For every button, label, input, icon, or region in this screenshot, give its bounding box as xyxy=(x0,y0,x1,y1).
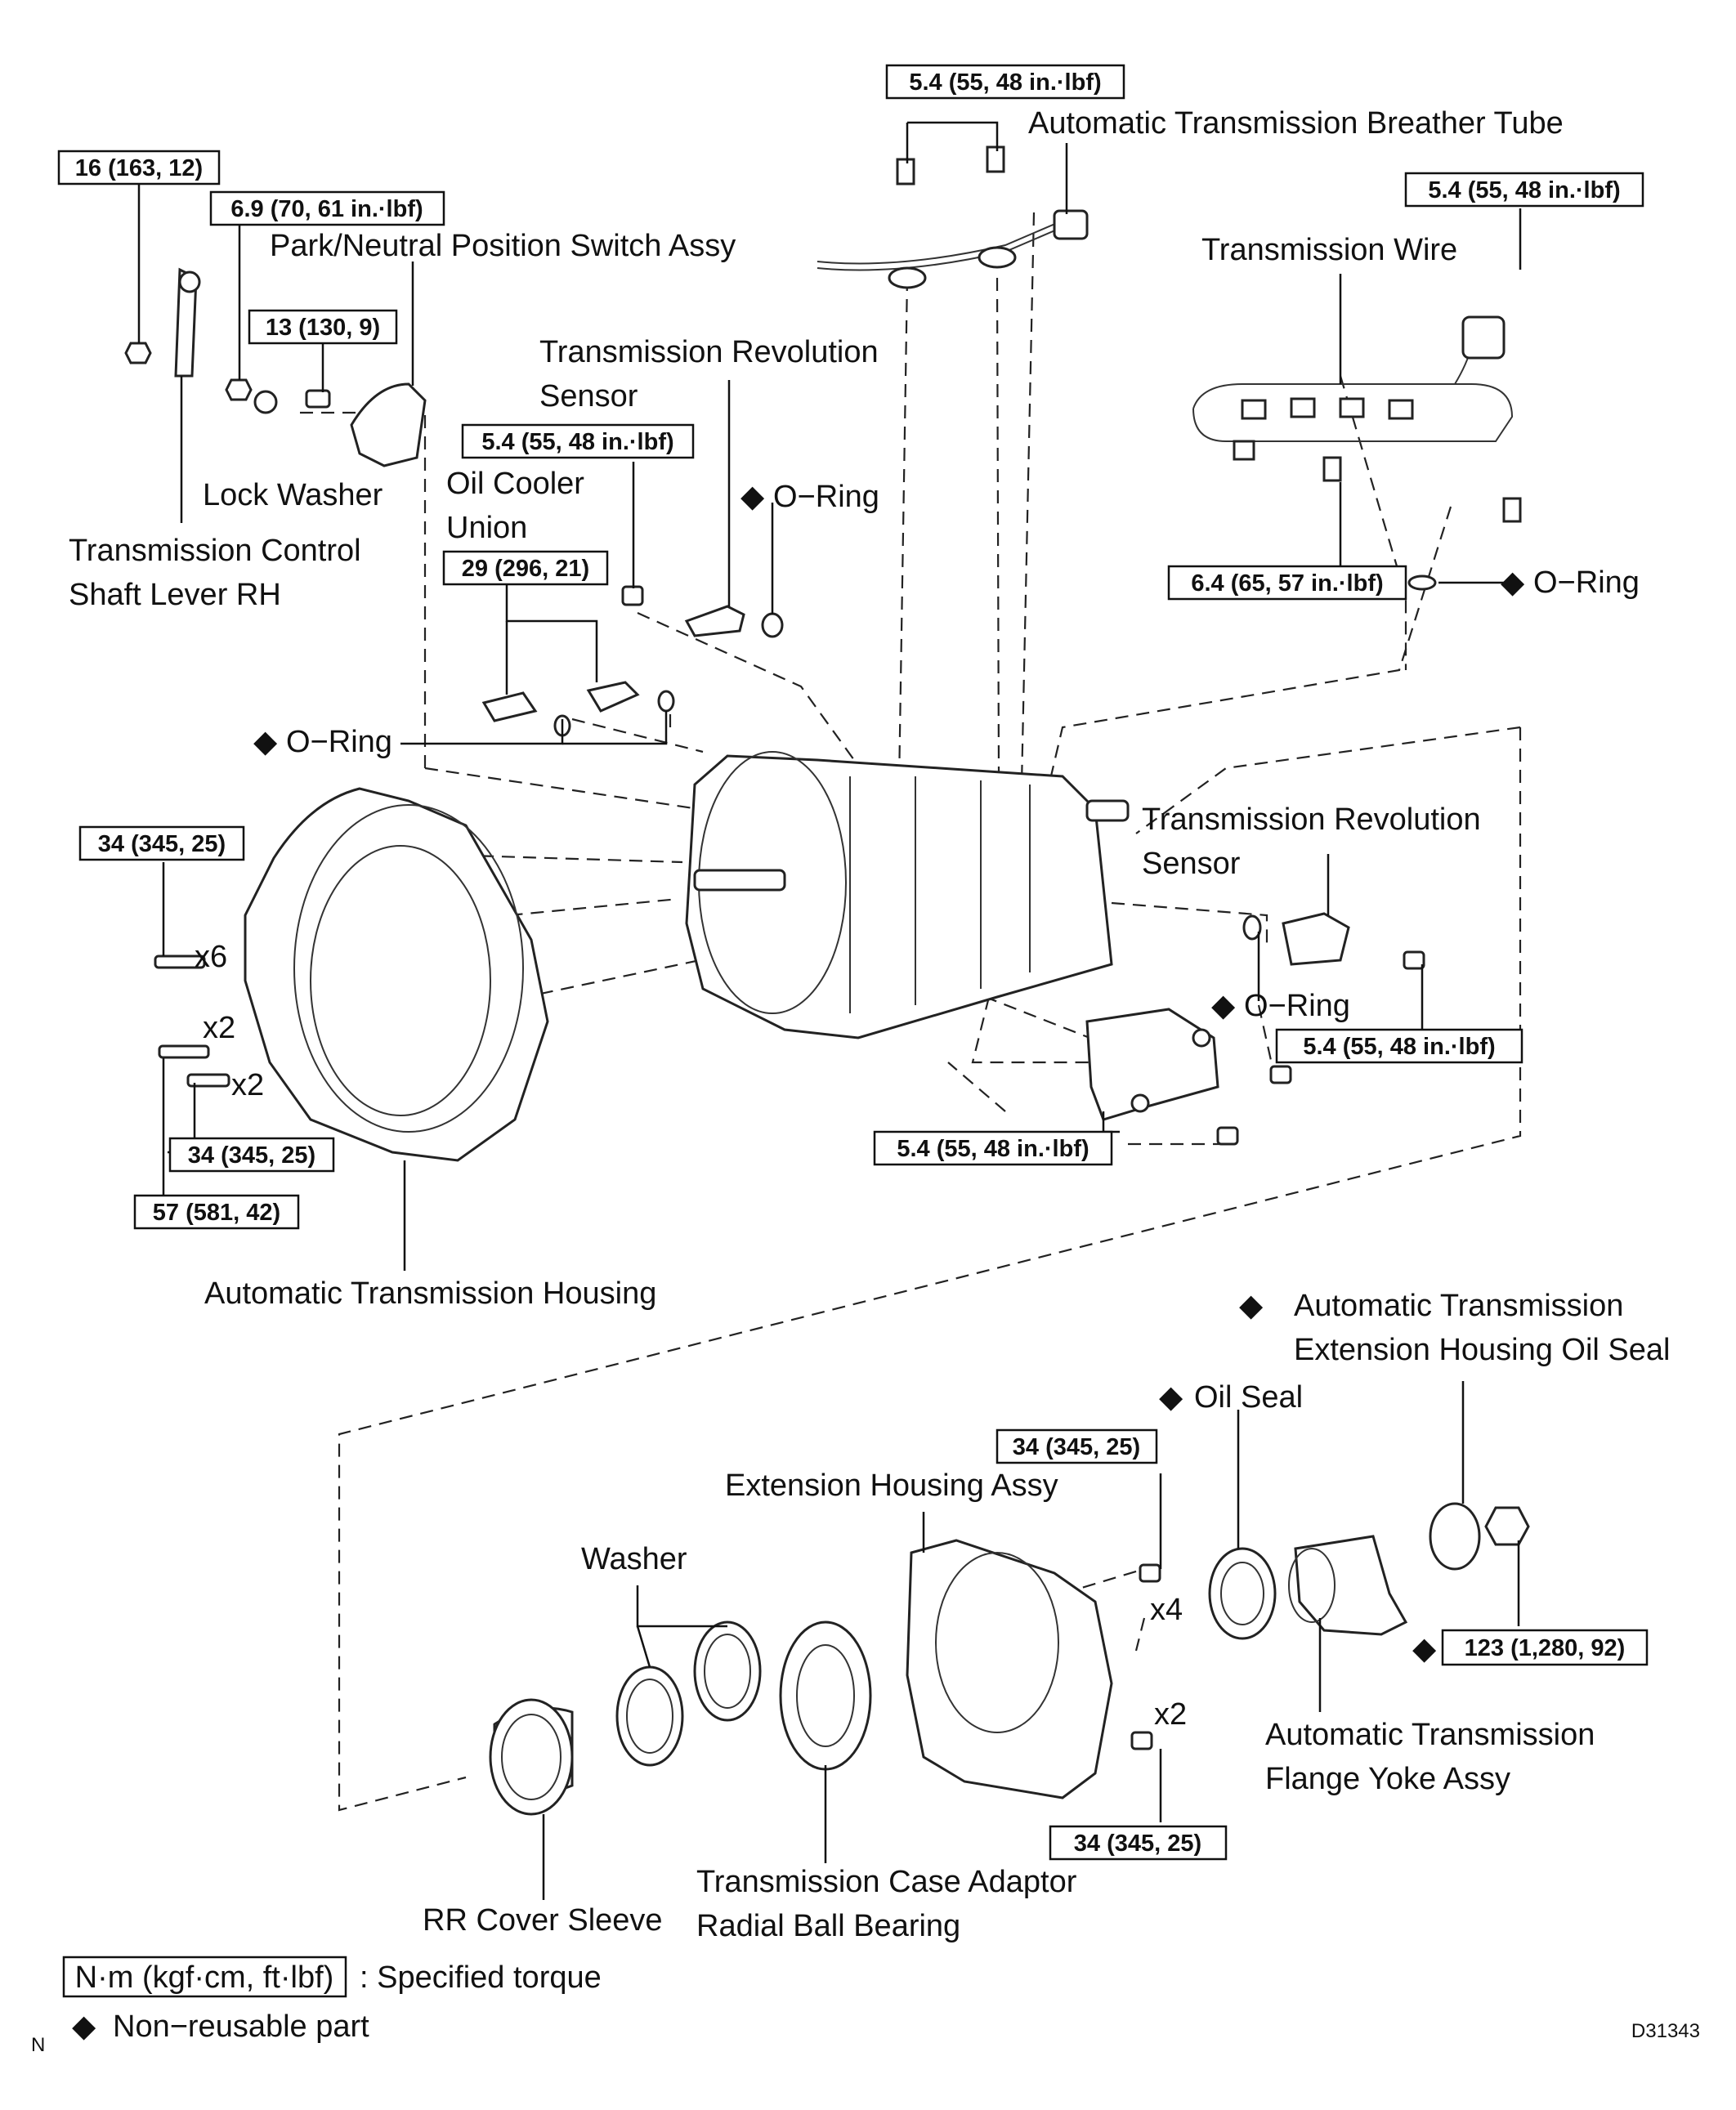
label-lock-washer: Lock Washer xyxy=(203,478,383,512)
svg-text:34 (345, 25): 34 (345, 25) xyxy=(1074,1831,1201,1857)
torque-control-lever-nut: 16 (163, 12) xyxy=(57,150,221,186)
torque-oil-cooler: 29 (296, 21) xyxy=(442,550,609,586)
torque-rev-sensor-upper: 5.4 (55, 48 in.·lbf) xyxy=(461,423,695,459)
rear-parts xyxy=(489,1502,1530,1816)
lower-sensor-parts xyxy=(1085,912,1425,1146)
transmission-case xyxy=(685,751,1130,1039)
label-washer: Washer xyxy=(581,1542,687,1576)
torque-pn-switch-nut: 6.9 (70, 61 in.·lbf) xyxy=(209,190,445,226)
svg-text:5.4 (55, 48 in.·lbf): 5.4 (55, 48 in.·lbf) xyxy=(897,1136,1089,1162)
svg-text:5.4 (55, 48 in.·lbf): 5.4 (55, 48 in.·lbf) xyxy=(1428,177,1620,203)
label-ext-seal-2: Extension Housing Oil Seal xyxy=(1294,1333,1670,1367)
torque-housing-bolts-b: 34 (345, 25) xyxy=(168,1137,335,1173)
diamond-icon: ◆ xyxy=(1211,989,1236,1023)
diamond-icon: ◆ xyxy=(1501,565,1525,600)
label-o-ring-left: O−Ring xyxy=(286,725,392,759)
torque-housing-bolts-c: 57 (581, 42) xyxy=(133,1194,300,1230)
svg-text:5.4 (55, 48 in.·lbf): 5.4 (55, 48 in.·lbf) xyxy=(909,69,1101,96)
svg-text:57 (581, 42): 57 (581, 42) xyxy=(153,1200,280,1226)
svg-text:6.4 (65, 57 in.·lbf): 6.4 (65, 57 in.·lbf) xyxy=(1191,570,1383,597)
svg-text:16 (163, 12): 16 (163, 12) xyxy=(75,155,203,181)
label-rev-sensor-upper-2: Sensor xyxy=(539,379,638,414)
legend-unit-text: : Specified torque xyxy=(360,1960,602,1995)
label-control-lever-1: Transmission Control xyxy=(69,534,361,568)
label-o-ring-wire: O−Ring xyxy=(1533,565,1640,600)
label-multiplier-x6: x6 xyxy=(195,940,227,974)
svg-text:13 (130, 9): 13 (130, 9) xyxy=(266,315,380,341)
svg-text:34 (345, 25): 34 (345, 25) xyxy=(98,831,226,857)
figure-code: D31343 xyxy=(1631,2020,1700,2042)
legend-nonreusable: Non−reusable part xyxy=(113,2009,369,2044)
transmission-housing xyxy=(154,787,549,1162)
torque-housing-bolts-a: 34 (345, 25) xyxy=(78,825,245,861)
label-o-ring-lower: O−Ring xyxy=(1244,989,1350,1023)
label-bearing-1: Transmission Case Adaptor xyxy=(696,1865,1077,1899)
torque-ext-housing-bottom: 34 (345, 25) xyxy=(1049,1825,1228,1861)
torque-ext-housing-top: 34 (345, 25) xyxy=(996,1428,1158,1464)
label-multiplier-x4: x4 xyxy=(1150,1593,1183,1627)
svg-text:123 (1,280, 92): 123 (1,280, 92) xyxy=(1465,1635,1626,1661)
label-oil-seal: Oil Seal xyxy=(1194,1380,1303,1415)
label-flange-yoke-1: Automatic Transmission xyxy=(1265,1718,1595,1752)
torque-wire-bracket: 6.4 (65, 57 in.·lbf) xyxy=(1167,565,1407,601)
svg-text:34 (345, 25): 34 (345, 25) xyxy=(1013,1434,1140,1460)
label-control-lever-2: Shaft Lever RH xyxy=(69,578,281,612)
label-rev-sensor-upper-1: Transmission Revolution xyxy=(539,335,879,369)
breather-tube xyxy=(817,145,1089,289)
label-oil-cooler-1: Oil Cooler xyxy=(446,467,584,501)
label-ext-seal-1: Automatic Transmission xyxy=(1294,1289,1623,1323)
label-housing: Automatic Transmission Housing xyxy=(204,1276,656,1311)
label-ext-housing: Extension Housing Assy xyxy=(725,1469,1058,1503)
label-pn-switch: Park/Neutral Position Switch Assy xyxy=(270,229,736,263)
torque-wire-top: 5.4 (55, 48 in.·lbf) xyxy=(1404,172,1644,208)
legend: N·m (kgf·cm, ft·lbf) : Specified torque … xyxy=(62,1956,602,2044)
svg-text:5.4 (55, 48 in.·lbf): 5.4 (55, 48 in.·lbf) xyxy=(481,429,673,455)
diamond-icon: ◆ xyxy=(1412,1632,1437,1666)
legend-unit-box: N·m (kgf·cm, ft·lbf) xyxy=(75,1960,334,1995)
transmission-wire xyxy=(1192,315,1522,591)
label-multiplier-x2-a: x2 xyxy=(203,1011,235,1045)
leader-lines xyxy=(135,121,1522,1900)
label-multiplier-x2-b: x2 xyxy=(231,1068,264,1102)
corner-mark: N xyxy=(31,2034,45,2056)
torque-breather-bolts: 5.4 (55, 48 in.·lbf) xyxy=(885,64,1125,100)
label-rev-sensor-lower-1: Transmission Revolution xyxy=(1142,802,1481,837)
control-lever-parts xyxy=(124,267,427,467)
upper-sensor-parts xyxy=(481,585,784,737)
svg-text:29 (296, 21): 29 (296, 21) xyxy=(462,556,589,582)
label-multiplier-x2-c: x2 xyxy=(1154,1697,1187,1732)
diamond-icon: ◆ xyxy=(1239,1289,1264,1323)
torque-pn-switch-bolt: 13 (130, 9) xyxy=(248,309,398,345)
diamond-icon: ◆ xyxy=(740,480,765,514)
label-breather-tube: Automatic Transmission Breather Tube xyxy=(1028,106,1564,141)
label-bearing-2: Radial Ball Bearing xyxy=(696,1909,960,1943)
svg-text:6.9 (70, 61 in.·lbf): 6.9 (70, 61 in.·lbf) xyxy=(230,196,423,222)
label-transmission-wire: Transmission Wire xyxy=(1201,233,1457,267)
torque-flange-nut: 123 (1,280, 92) xyxy=(1441,1629,1649,1666)
label-flange-yoke-2: Flange Yoke Assy xyxy=(1265,1762,1510,1796)
diamond-icon: ◆ xyxy=(1159,1380,1183,1415)
torque-cover-plate: 5.4 (55, 48 in.·lbf) xyxy=(873,1130,1113,1166)
label-rr-cover: RR Cover Sleeve xyxy=(423,1903,663,1938)
torque-rev-sensor-lower: 5.4 (55, 48 in.·lbf) xyxy=(1275,1028,1523,1064)
label-rev-sensor-lower-2: Sensor xyxy=(1142,847,1241,881)
label-o-ring-upper: O−Ring xyxy=(773,480,879,514)
diamond-icon: ◆ xyxy=(72,2009,96,2044)
svg-text:5.4 (55, 48 in.·lbf): 5.4 (55, 48 in.·lbf) xyxy=(1303,1034,1495,1060)
svg-text:34 (345, 25): 34 (345, 25) xyxy=(188,1142,315,1169)
label-oil-cooler-2: Union xyxy=(446,511,527,545)
diamond-icon: ◆ xyxy=(253,725,278,759)
